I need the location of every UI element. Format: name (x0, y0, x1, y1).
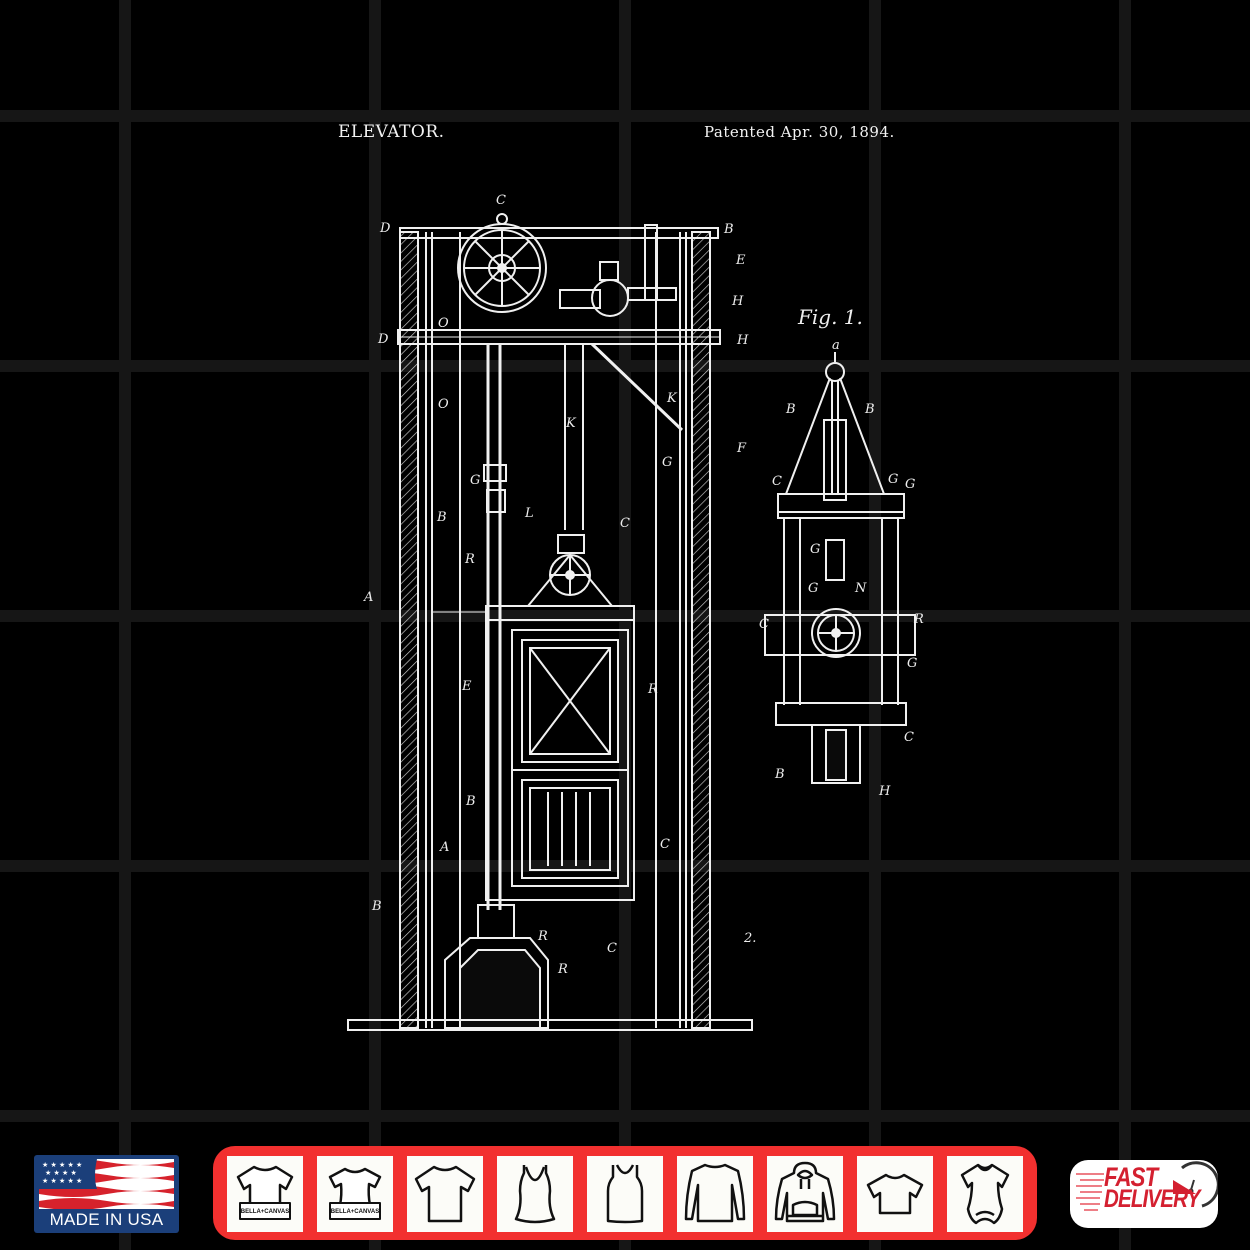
fig1-figure (764, 352, 916, 784)
product-tile-unisex-tshirt[interactable]: BELLA+CANVAS (227, 1156, 303, 1232)
svg-text:B: B (371, 899, 382, 914)
product-tile-classic-tshirt[interactable] (407, 1156, 483, 1232)
svg-text:G: G (662, 455, 672, 470)
svg-text:R: R (537, 929, 548, 944)
tshirt-icon: BELLA+CANVAS (236, 1165, 294, 1220)
svg-text:C: C (607, 941, 617, 956)
speed-lines-icon (1076, 1161, 1218, 1211)
product-tile-hoodie[interactable] (767, 1156, 843, 1232)
svg-text:F: F (736, 441, 747, 456)
product-tile-womens-tshirt[interactable]: BELLA+CANVAS (317, 1156, 393, 1232)
svg-text:D: D (377, 332, 389, 347)
product-tile-tank-top[interactable] (587, 1156, 663, 1232)
svg-text:E: E (735, 253, 746, 268)
svg-text:G: G (808, 581, 818, 596)
svg-text:★ ★ ★ ★ ★: ★ ★ ★ ★ ★ (42, 1177, 82, 1185)
svg-text:B: B (436, 510, 447, 525)
patent-title: ELEVATOR. (338, 122, 445, 142)
product-type-strip: BELLA+CANVAS BELLA+CANVAS (213, 1146, 1037, 1240)
svg-text:R: R (647, 682, 658, 697)
svg-text:G: G (470, 473, 480, 488)
svg-text:C: C (904, 730, 914, 745)
svg-text:O: O (438, 316, 449, 331)
stopwatch-icon (1173, 1161, 1218, 1208)
svg-text:a: a (832, 338, 840, 353)
svg-text:BELLA+CANVAS: BELLA+CANVAS (331, 1209, 379, 1215)
grid-line-v (119, 0, 131, 1250)
product-tile-baby-onesie[interactable] (947, 1156, 1023, 1232)
svg-text:R: R (557, 962, 568, 977)
svg-text:K: K (565, 416, 577, 431)
svg-text:K: K (666, 391, 678, 406)
patent-date: Patented Apr. 30, 1894. (704, 123, 895, 141)
svg-text:C: C (496, 193, 506, 208)
grid-line-v (369, 0, 381, 1250)
svg-text:2.: 2. (743, 931, 756, 946)
svg-text:C: C (620, 516, 630, 531)
youth-tshirt-icon (866, 1173, 924, 1215)
svg-text:B: B (785, 402, 796, 417)
us-flag-icon: ★ ★ ★ ★ ★ ★ ★ ★ ★ ★ ★ ★ ★ ★ (39, 1159, 174, 1209)
fast-delivery-label: FAST DELIVERY (1104, 1162, 1200, 1213)
hoodie-icon (774, 1161, 836, 1223)
svg-text:G: G (810, 542, 820, 557)
svg-text:★ ★ ★ ★: ★ ★ ★ ★ (45, 1169, 77, 1177)
svg-text:H: H (736, 333, 749, 348)
svg-text:BELLA+CANVAS: BELLA+CANVAS (241, 1209, 289, 1215)
svg-text:H: H (731, 294, 744, 309)
fig1-labels: a B B C G G G G N C R G C B H (759, 338, 924, 799)
grid-line-v (1119, 0, 1131, 1250)
delivery-label: DELIVERY (1104, 1185, 1200, 1213)
product-tile-long-sleeve[interactable] (677, 1156, 753, 1232)
svg-text:B: B (723, 222, 734, 237)
product-tile-youth-tshirt[interactable] (857, 1156, 933, 1232)
svg-text:G: G (907, 656, 917, 671)
svg-text:L: L (524, 506, 534, 521)
svg-text:R: R (913, 612, 924, 627)
main-figure-labels: C D B E H D O H O K K F G B G L C R A E … (363, 193, 756, 977)
main-figure (347, 213, 753, 1031)
svg-text:G: G (905, 477, 915, 492)
product-tile-racerback-tank[interactable] (497, 1156, 573, 1232)
tank-top-icon (606, 1164, 644, 1224)
made-in-usa-badge: ★ ★ ★ ★ ★ ★ ★ ★ ★ ★ ★ ★ ★ ★ MADE IN USA (34, 1155, 179, 1233)
svg-text:B: B (774, 767, 785, 782)
svg-text:E: E (461, 679, 472, 694)
svg-text:O: O (438, 397, 449, 412)
svg-text:C: C (772, 474, 782, 489)
made-in-usa-label: MADE IN USA (49, 1210, 164, 1229)
tshirt-icon (414, 1165, 476, 1223)
svg-text:B: B (864, 402, 875, 417)
fast-label: FAST (1104, 1162, 1158, 1192)
womens-tshirt-icon: BELLA+CANVAS (328, 1167, 382, 1220)
svg-text:D: D (379, 221, 391, 236)
svg-text:★ ★ ★ ★ ★: ★ ★ ★ ★ ★ (42, 1161, 82, 1169)
long-sleeve-icon (684, 1163, 746, 1223)
svg-text:B: B (465, 794, 476, 809)
svg-text:A: A (439, 840, 449, 855)
svg-text:C: C (660, 837, 670, 852)
svg-text:R: R (464, 552, 475, 567)
svg-text:C: C (759, 617, 769, 632)
racerback-tank-icon (514, 1165, 556, 1224)
fast-delivery-badge: FAST DELIVERY (1070, 1160, 1218, 1228)
svg-text:G: G (888, 472, 898, 487)
svg-text:H: H (878, 784, 891, 799)
figure-label: Fig. 1. (797, 305, 863, 329)
svg-text:A: A (363, 590, 373, 605)
grid-line-v (869, 0, 881, 1250)
baby-onesie-icon (960, 1163, 1010, 1225)
svg-text:N: N (854, 581, 867, 596)
